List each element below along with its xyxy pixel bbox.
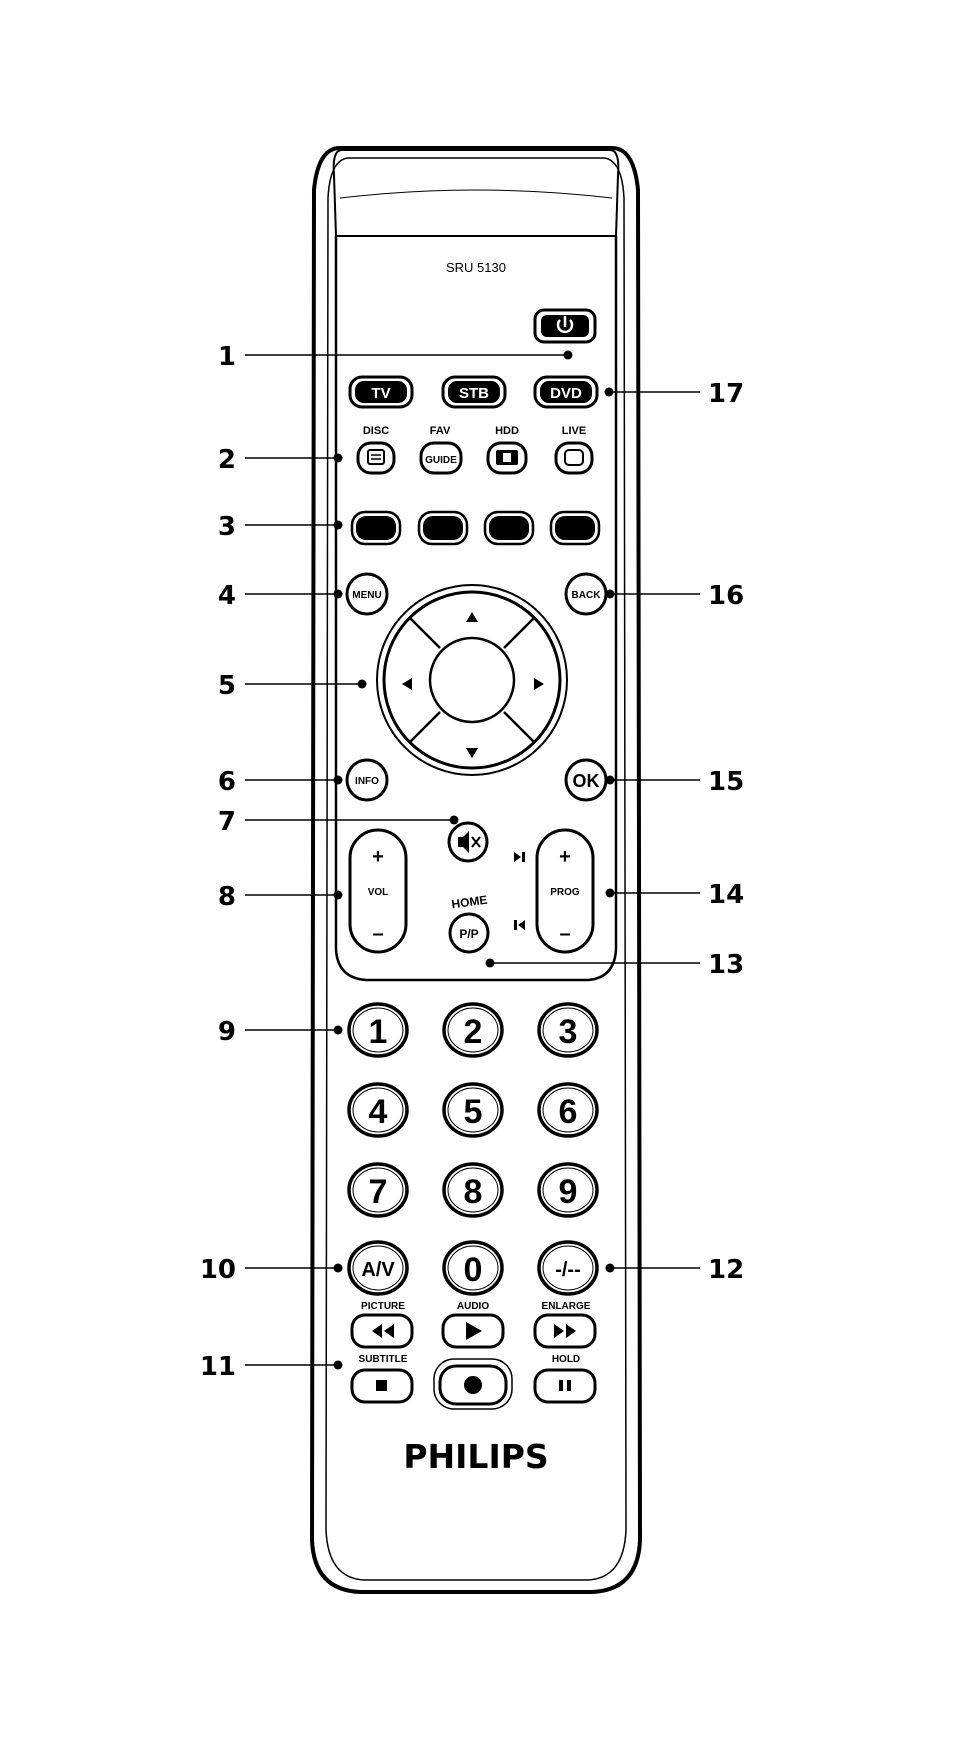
color-key-red[interactable] bbox=[352, 512, 400, 544]
hold-label: HOLD bbox=[552, 1354, 580, 1365]
rewind-button[interactable] bbox=[352, 1315, 412, 1347]
volume-rocker[interactable]: + VOL – bbox=[350, 830, 406, 952]
digit-label: 1 bbox=[369, 1013, 388, 1051]
fast-forward-button[interactable] bbox=[535, 1315, 595, 1347]
digit-button-4[interactable]: 4 bbox=[349, 1084, 407, 1136]
source-button-dvd[interactable]: DVD bbox=[535, 377, 597, 407]
stop-icon bbox=[376, 1380, 387, 1391]
callout-5: 5 bbox=[218, 671, 236, 701]
disc-button[interactable] bbox=[358, 443, 394, 473]
live-button[interactable] bbox=[556, 443, 592, 473]
source-button-stb[interactable]: STB bbox=[443, 377, 505, 407]
av-label: A/V bbox=[361, 1259, 395, 1281]
digit-label: 0 bbox=[464, 1251, 483, 1289]
audio-label: AUDIO bbox=[457, 1301, 489, 1312]
record-icon bbox=[464, 1376, 482, 1394]
guide-button[interactable]: GUIDE bbox=[421, 443, 461, 473]
guide-label: GUIDE bbox=[425, 455, 457, 466]
program-rocker[interactable]: + PROG – bbox=[537, 830, 593, 952]
fav-label: FAV bbox=[430, 425, 451, 437]
av-button[interactable]: A/V bbox=[349, 1242, 407, 1294]
digit-button-0[interactable]: 0 bbox=[444, 1242, 502, 1294]
source-label: TV bbox=[371, 385, 390, 402]
callout-2: 2 bbox=[218, 445, 236, 475]
digit-label: 2 bbox=[464, 1013, 483, 1051]
callout-7: 7 bbox=[218, 807, 236, 837]
back-label: BACK bbox=[572, 590, 602, 601]
play-button[interactable] bbox=[443, 1315, 503, 1347]
pause-button[interactable] bbox=[535, 1370, 595, 1402]
menu-label: MENU bbox=[352, 590, 381, 601]
callout-12: 12 bbox=[708, 1255, 744, 1285]
digit-label: 3 bbox=[559, 1013, 578, 1051]
source-button-tv[interactable]: TV bbox=[350, 377, 412, 407]
callout-14: 14 bbox=[708, 880, 744, 910]
stop-button[interactable] bbox=[352, 1370, 412, 1402]
program-plus-label: + bbox=[559, 846, 571, 868]
digit-label: 5 bbox=[464, 1093, 483, 1131]
enlarge-label: ENLARGE bbox=[542, 1301, 591, 1312]
callout-1: 1 bbox=[218, 342, 236, 372]
subtitle-label: SUBTITLE bbox=[359, 1354, 408, 1365]
disc-label: DISC bbox=[363, 425, 389, 437]
digit-label: 4 bbox=[369, 1093, 388, 1131]
live-label: LIVE bbox=[562, 425, 586, 437]
callout-13: 13 bbox=[708, 950, 744, 980]
pp-button[interactable]: P/P bbox=[450, 914, 488, 952]
volume-plus-label: + bbox=[372, 846, 384, 868]
digit-button-3[interactable]: 3 bbox=[539, 1004, 597, 1056]
callout-16: 16 bbox=[708, 581, 744, 611]
menu-button[interactable]: MENU bbox=[347, 574, 387, 614]
digit-label: 9 bbox=[559, 1173, 578, 1211]
color-key-blue[interactable] bbox=[551, 512, 599, 544]
callout-11: 11 bbox=[200, 1352, 236, 1382]
info-label: INFO bbox=[355, 776, 379, 787]
digit-label: 7 bbox=[369, 1173, 388, 1211]
digit-button-2[interactable]: 2 bbox=[444, 1004, 502, 1056]
volume-label: VOL bbox=[368, 887, 389, 898]
source-label: DVD bbox=[550, 385, 582, 402]
callout-10: 10 bbox=[200, 1255, 236, 1285]
mute-button[interactable] bbox=[449, 823, 487, 861]
digit-button-9[interactable]: 9 bbox=[539, 1164, 597, 1216]
digit-button-6[interactable]: 6 bbox=[539, 1084, 597, 1136]
hdd-label: HDD bbox=[495, 425, 519, 437]
hdd-button[interactable] bbox=[488, 443, 526, 473]
digit-label: 8 bbox=[464, 1173, 483, 1211]
digit-button-1[interactable]: 1 bbox=[349, 1004, 407, 1056]
ok-label: OK bbox=[573, 771, 600, 791]
callout-17: 17 bbox=[708, 379, 744, 409]
info-button[interactable]: INFO bbox=[347, 760, 387, 800]
power-button[interactable] bbox=[535, 310, 595, 342]
callout-4: 4 bbox=[218, 581, 236, 611]
callout-15: 15 bbox=[708, 767, 744, 797]
program-label: PROG bbox=[550, 887, 580, 898]
callout-6: 6 bbox=[218, 767, 236, 797]
callout-8: 8 bbox=[218, 882, 236, 912]
digit-button-7[interactable]: 7 bbox=[349, 1164, 407, 1216]
brand-logo: PHILIPS bbox=[403, 1437, 548, 1476]
volume-minus-label: – bbox=[372, 923, 383, 945]
nav-center-button[interactable] bbox=[432, 640, 512, 720]
color-key-yellow[interactable] bbox=[485, 512, 533, 544]
callout-3: 3 bbox=[218, 512, 236, 542]
pp-label: P/P bbox=[459, 927, 478, 941]
record-button[interactable] bbox=[434, 1359, 512, 1409]
back-button[interactable]: BACK bbox=[566, 574, 606, 614]
picture-label: PICTURE bbox=[361, 1301, 405, 1312]
dash-button[interactable]: -/-- bbox=[539, 1242, 597, 1294]
digit-button-5[interactable]: 5 bbox=[444, 1084, 502, 1136]
digit-label: 6 bbox=[559, 1093, 578, 1131]
program-minus-label: – bbox=[559, 923, 570, 945]
model-label: SRU 5130 bbox=[446, 260, 506, 275]
dash-label: -/-- bbox=[555, 1259, 581, 1281]
digit-button-8[interactable]: 8 bbox=[444, 1164, 502, 1216]
color-key-green[interactable] bbox=[419, 512, 467, 544]
pause-icon bbox=[559, 1380, 563, 1391]
ok-button[interactable]: OK bbox=[566, 760, 606, 800]
callout-9: 9 bbox=[218, 1017, 236, 1047]
source-label: STB bbox=[459, 385, 489, 402]
